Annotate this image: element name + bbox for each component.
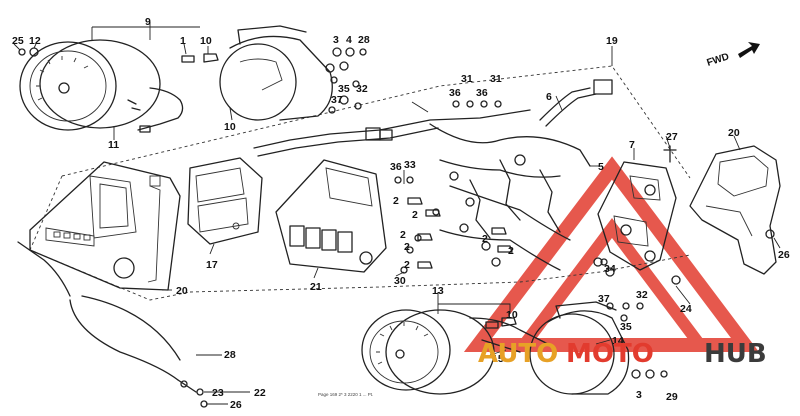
screw-27 xyxy=(663,145,677,163)
callout-2-g: 2 xyxy=(508,245,514,257)
callout-2-d: 2 xyxy=(404,241,410,253)
callout-9: 10 xyxy=(224,121,236,133)
indicator-holder-19 xyxy=(275,159,387,273)
callout-31-b: 31 xyxy=(490,73,502,85)
callout-10-top: 10 xyxy=(200,35,212,47)
callout-2-e: 2 xyxy=(404,259,410,271)
callout-24: 24 xyxy=(680,303,692,315)
leader-lines xyxy=(13,22,781,405)
watermark-triangle xyxy=(463,156,760,352)
hardware-31-36 xyxy=(394,100,608,274)
callout-18: 20 xyxy=(176,285,188,297)
callout-16: 17 xyxy=(206,259,218,271)
callout-27: 27 xyxy=(666,131,678,143)
assembly-outline-left xyxy=(29,175,191,301)
callout-22: 23 xyxy=(212,387,224,399)
wire-harness xyxy=(253,79,613,271)
callout-2-c: 2 xyxy=(400,229,406,241)
callout-14: 14 xyxy=(612,335,624,347)
meter-case-lower xyxy=(529,301,630,395)
hardware-3-4-28-top xyxy=(328,47,367,114)
instrument-panel-18 xyxy=(29,161,181,291)
callout-31-a: 31 xyxy=(461,73,473,85)
meter-cable xyxy=(17,241,208,408)
callout-2-f: 2 xyxy=(482,233,488,245)
callout-37-bottom: 37 xyxy=(598,293,610,305)
callout-1: 1 xyxy=(180,35,186,47)
callout-35-top: 35 xyxy=(338,83,350,95)
callout-4: 4 xyxy=(346,34,352,46)
callout-15: 15 xyxy=(492,353,504,365)
callout-28-bottom: 29 xyxy=(666,391,678,403)
callout-36-b: 36 xyxy=(476,87,488,99)
callout-2-b: 2 xyxy=(412,209,418,221)
callout-34: 34 xyxy=(604,263,616,275)
callout-labels: 9 25 12 1 10 11 10 3 4 28 37 35 32 19 31… xyxy=(12,16,790,411)
callout-17: 19 xyxy=(606,35,618,47)
watermark-hub: HUB xyxy=(704,339,767,369)
callout-23: 25 xyxy=(12,35,24,47)
bulbs-2 xyxy=(407,197,513,269)
assembly-outline-upper xyxy=(61,65,691,179)
callout-10-bottom: 10 xyxy=(506,309,518,321)
callout-19: 21 xyxy=(310,281,322,293)
callout-11: 11 xyxy=(108,139,119,151)
watermark-wordmark: AUTO MOTO HUB xyxy=(478,339,767,369)
callout-5: 5 xyxy=(598,161,604,173)
callout-30: 30 xyxy=(394,275,406,287)
callout-32-bottom: 32 xyxy=(636,289,648,301)
callout-8: 9 xyxy=(145,16,151,28)
meter-bracket-7 xyxy=(593,161,677,277)
meter-case-upper xyxy=(219,25,335,121)
callout-6: 6 xyxy=(546,91,552,103)
bolt-26 xyxy=(765,229,775,239)
hardware-3-4-28-bottom xyxy=(606,275,681,379)
callout-20: 20 xyxy=(728,127,740,139)
callout-21: 22 xyxy=(254,387,266,399)
callout-12: 12 xyxy=(29,35,41,47)
callout-36-a: 36 xyxy=(449,87,461,99)
callout-35-bottom: 35 xyxy=(620,321,632,333)
footer-microtext: Page 169 2* 3 2220 1 ... Pt. xyxy=(318,392,373,397)
watermark-auto: AUTO xyxy=(478,339,558,369)
forward-direction-arrow: FWD xyxy=(706,42,760,69)
callout-7: 7 xyxy=(629,139,635,151)
control-unit-16 xyxy=(187,157,263,245)
callout-32-top: 32 xyxy=(356,83,368,95)
callout-28-top: 28 xyxy=(358,34,370,46)
callout-33: 33 xyxy=(404,159,416,171)
callout-13: 13 xyxy=(432,285,444,297)
speedometer-assembly xyxy=(361,309,549,395)
callout-26: 26 xyxy=(778,249,790,261)
tachometer-assembly xyxy=(19,39,184,133)
watermark-moto: MOTO xyxy=(566,339,654,369)
meter-cover-20 xyxy=(689,145,781,275)
callout-3-top: 3 xyxy=(333,34,339,46)
svg-text:FWD: FWD xyxy=(706,51,731,69)
callout-3-bottom: 3 xyxy=(636,389,642,401)
callout-25: 26 xyxy=(230,399,242,411)
callout-29: 28 xyxy=(224,349,236,361)
callout-37-top: 37 xyxy=(331,94,343,106)
callout-2-a: 2 xyxy=(393,195,399,207)
callout-36-c: 36 xyxy=(390,161,402,173)
assembly-outline-lower xyxy=(189,254,691,293)
